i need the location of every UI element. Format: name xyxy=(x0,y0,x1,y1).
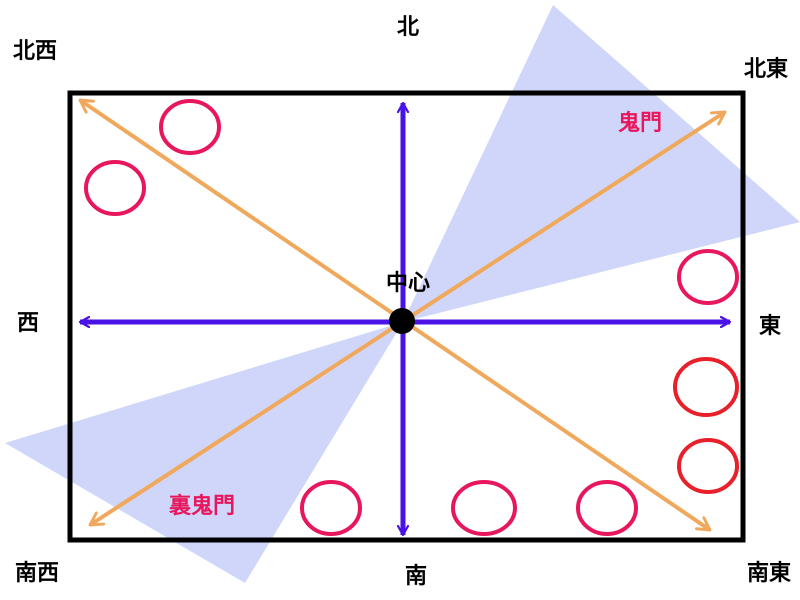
label-ura-kimon: 裏鬼門 xyxy=(169,493,235,519)
circle-south-2 xyxy=(451,480,517,536)
circle-south-3 xyxy=(576,480,638,536)
label-kimon: 鬼門 xyxy=(618,110,662,136)
circle-east-3 xyxy=(677,438,739,494)
circle-nw-lower xyxy=(84,160,146,216)
label-south: 南 xyxy=(405,564,427,589)
label-east: 東 xyxy=(759,314,781,339)
circle-east-1 xyxy=(677,249,739,305)
center-dot xyxy=(389,308,415,334)
kimon-wedge xyxy=(403,5,800,322)
label-center: 中心 xyxy=(386,271,430,296)
house-frame xyxy=(67,90,746,543)
label-southwest: 南西 xyxy=(15,561,59,586)
circle-south-1 xyxy=(300,480,362,536)
label-northwest: 北西 xyxy=(13,39,57,64)
circle-east-2 xyxy=(673,357,739,417)
label-southeast: 南東 xyxy=(747,561,791,586)
circle-nw-upper xyxy=(159,99,221,155)
label-north: 北 xyxy=(397,15,419,40)
label-northeast: 北東 xyxy=(744,57,788,82)
label-west: 西 xyxy=(17,311,39,336)
